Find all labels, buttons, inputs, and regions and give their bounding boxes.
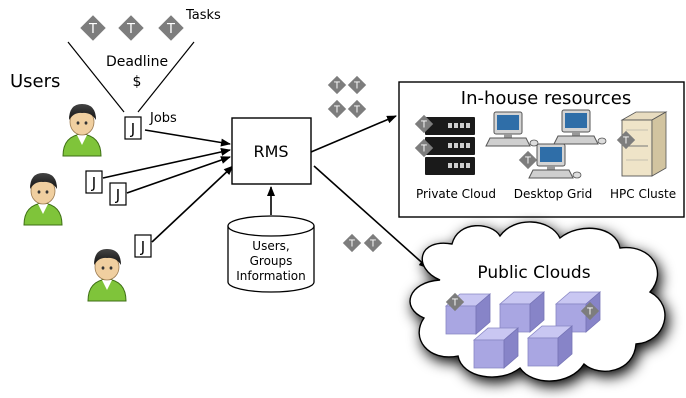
job-icon: J — [109, 182, 127, 206]
user-database — [227, 215, 315, 293]
svg-text:T: T — [126, 22, 135, 37]
job-icon: J — [134, 234, 152, 258]
inhouse-arrow — [310, 115, 397, 153]
task-icon: T — [414, 114, 434, 134]
rms-label: RMS — [253, 142, 288, 161]
svg-text:J: J — [115, 186, 120, 204]
svg-text:T: T — [420, 120, 427, 131]
task-icon: T — [158, 15, 184, 41]
svg-text:T: T — [586, 307, 593, 318]
private-cloud-server-icon — [425, 117, 475, 175]
task-icon: T — [327, 75, 347, 95]
task-icon: T — [347, 99, 367, 119]
private-cloud-label: Private Cloud — [416, 187, 496, 201]
svg-text:J: J — [130, 120, 135, 138]
svg-text:T: T — [166, 22, 175, 37]
task-icon: T — [363, 233, 383, 253]
rms-box — [231, 117, 312, 185]
cloud-arrow — [313, 165, 429, 269]
task-icon: T — [327, 99, 347, 119]
svg-text:J: J — [140, 238, 145, 256]
database-line1: Users, — [252, 239, 289, 253]
task-icon: T — [445, 292, 465, 312]
vm-cube-icon — [499, 291, 545, 333]
task-icon: T — [347, 75, 367, 95]
user-arrows — [102, 129, 234, 243]
tasks-label: Tasks — [185, 8, 221, 23]
svg-text:J: J — [91, 174, 96, 192]
task-icon: T — [118, 15, 144, 41]
inhouse-title: In-house resources — [461, 88, 631, 109]
database-line2: Groups — [250, 254, 293, 268]
svg-text:T: T — [333, 81, 340, 92]
svg-text:T: T — [348, 239, 355, 250]
svg-text:T: T — [524, 156, 531, 167]
jobs-label: Jobs — [149, 111, 177, 126]
svg-text:T: T — [622, 136, 629, 147]
vm-cube-icon — [527, 325, 573, 367]
desktop-grid-label: Desktop Grid — [514, 187, 593, 201]
svg-text:T: T — [369, 239, 376, 250]
job-icon: J — [85, 170, 103, 194]
svg-text:T: T — [88, 22, 97, 37]
public-clouds-title: Public Clouds — [477, 263, 590, 283]
task-icon: T — [518, 150, 538, 170]
dollar-label: $ — [133, 74, 142, 90]
deadline-label: Deadline — [106, 54, 168, 70]
user-avatar — [87, 248, 127, 302]
task-icon: T — [580, 301, 600, 321]
vm-cube-icon — [473, 327, 519, 369]
svg-text:T: T — [353, 81, 360, 92]
svg-text:T: T — [333, 105, 340, 116]
user-avatar — [23, 172, 63, 226]
svg-text:T: T — [353, 105, 360, 116]
database-line3: Information — [236, 269, 305, 283]
users-label: Users — [10, 71, 60, 92]
task-icon: T — [80, 15, 106, 41]
deadline-funnel — [67, 41, 195, 113]
task-icon: T — [616, 130, 636, 150]
svg-text:T: T — [451, 298, 458, 309]
task-icon: T — [414, 138, 434, 158]
job-icon: J — [124, 116, 142, 140]
svg-text:T: T — [420, 144, 427, 155]
hpc-cluster-label: HPC Cluste — [610, 187, 676, 201]
task-icon: T — [342, 233, 362, 253]
user-avatar — [62, 103, 102, 157]
